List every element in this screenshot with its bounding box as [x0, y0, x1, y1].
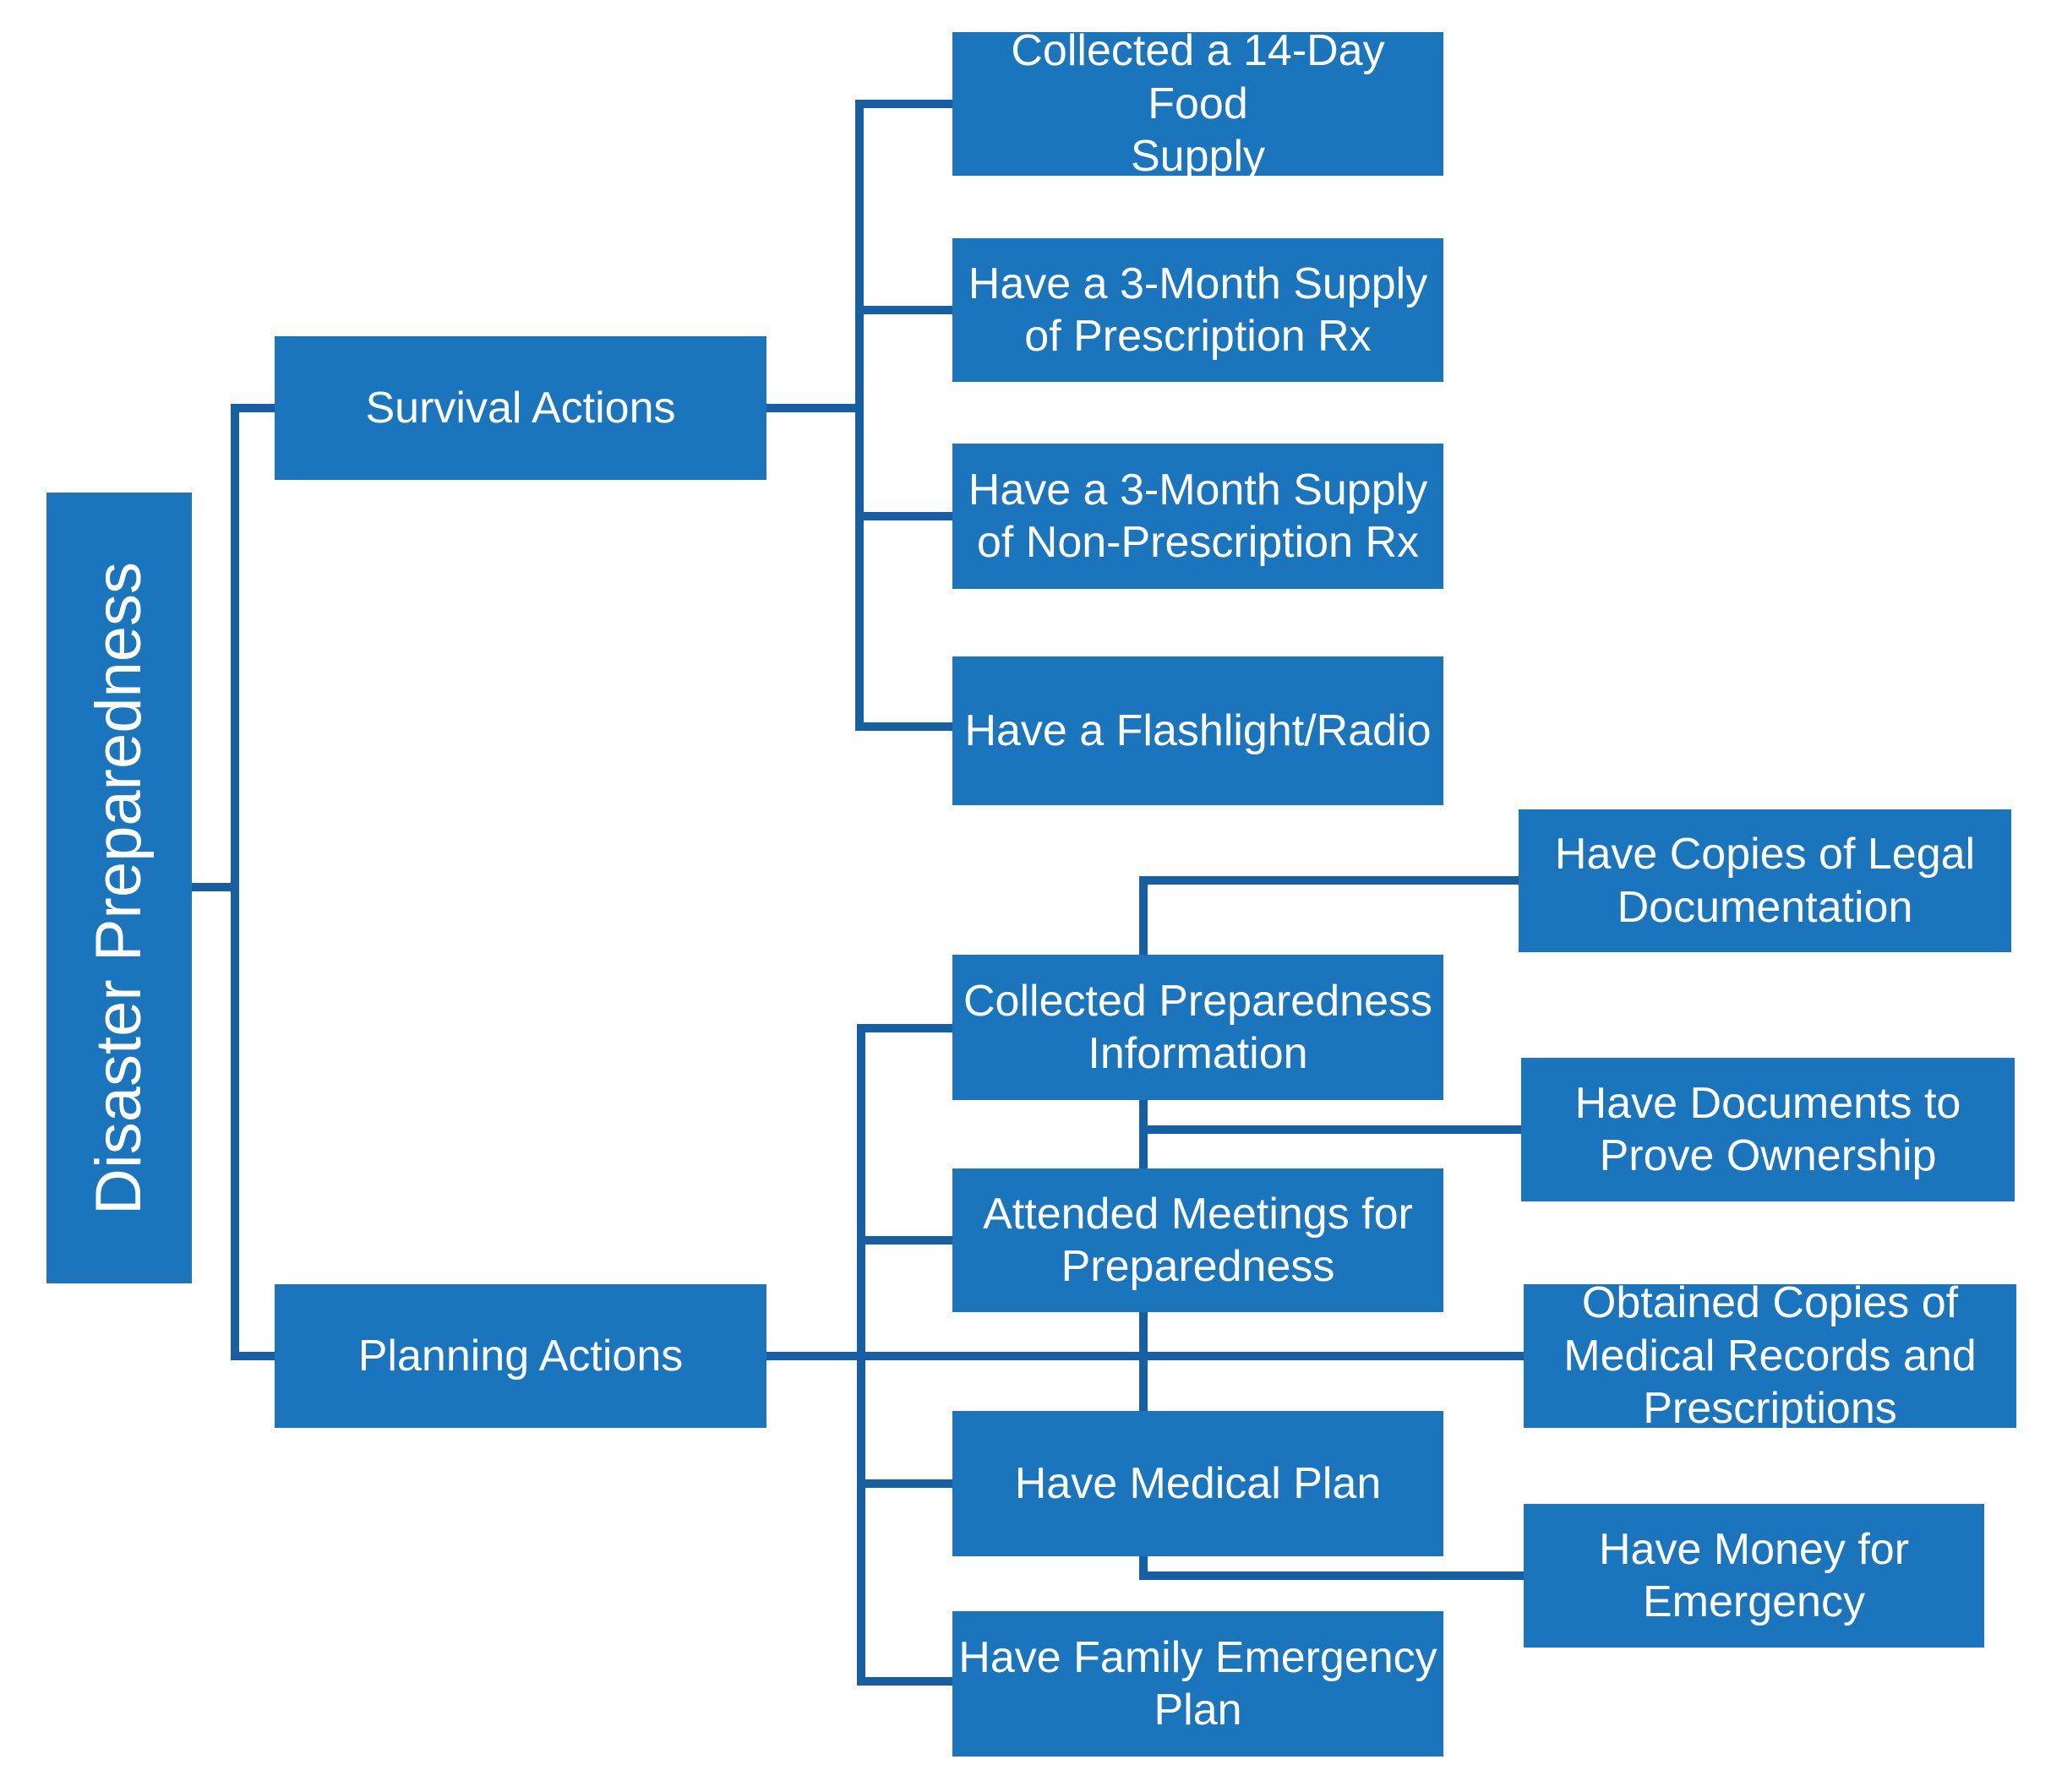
connector-branch-collected-info: [857, 1024, 952, 1032]
connector-branch-food-supply: [855, 100, 952, 108]
node-documents-to-prove-ownership: Have Documents to Prove Ownership: [1521, 1058, 2015, 1201]
node-copies-of-medical-records-and-prescriptions-label: Obtained Copies of Medical Records and P…: [1563, 1278, 1977, 1434]
connector-trunk-to-survival: [231, 404, 279, 412]
node-copies-of-legal-documentation-label: Have Copies of Legal Documentation: [1554, 830, 1976, 932]
node-survival-actions-label: Survival Actions: [365, 383, 676, 433]
connector-branch-money-emergency: [1139, 1571, 1524, 1580]
connector-stub-money-emergency: [1139, 1556, 1148, 1580]
node-collected-14-day-food-supply-label: Collected a 14-Day Food Supply: [1011, 26, 1385, 182]
node-copies-of-medical-records-and-prescriptions: Obtained Copies of Medical Records and P…: [1524, 1278, 2016, 1433]
node-disaster-preparedness: Disaster Preparedness: [46, 493, 192, 1283]
node-disaster-preparedness-label: Disaster Preparedness: [83, 561, 155, 1215]
connector-trunk-to-planning: [231, 1352, 275, 1360]
node-money-for-emergency: Have Money for Emergency: [1524, 1504, 1984, 1648]
node-planning-actions-label: Planning Actions: [357, 1331, 684, 1381]
connector-branch-prove-ownership: [1139, 1125, 1521, 1134]
connector-branch-flashlight-radio: [855, 722, 952, 731]
node-collected-14-day-food-supply: Collected a 14-Day Food Supply: [952, 26, 1443, 181]
node-flashlight-radio-label: Have a Flashlight/Radio: [964, 705, 1432, 755]
node-flashlight-radio: Have a Flashlight/Radio: [952, 656, 1443, 805]
node-have-family-emergency-plan-label: Have Family Emergency Plan: [958, 1632, 1437, 1735]
connector-branch-attended-meetings: [865, 1236, 952, 1245]
node-documents-to-prove-ownership-label: Have Documents to Prove Ownership: [1574, 1078, 1961, 1180]
node-have-medical-plan: Have Medical Plan: [952, 1411, 1443, 1556]
connector-stub-legal-documentation: [1139, 879, 1148, 955]
node-collected-preparedness-information-label: Collected Preparedness Information: [963, 976, 1432, 1078]
node-collected-preparedness-information: Collected Preparedness Information: [952, 955, 1443, 1100]
connector-survival-trunk-vertical: [855, 100, 864, 731]
connector-stub-medical-records: [1139, 1312, 1148, 1411]
node-3-month-supply-non-prescription-rx: Have a 3-Month Supply of Non-Prescriptio…: [952, 444, 1443, 589]
node-attended-meetings-for-preparedness: Attended Meetings for Preparedness: [952, 1168, 1443, 1312]
connector-root-trunk-vertical: [231, 404, 239, 1360]
connector-stub-prove-ownership: [1139, 1100, 1148, 1168]
connector-planning-trunk-vertical: [857, 1024, 865, 1686]
node-3-month-supply-prescription-rx: Have a 3-Month Supply of Prescription Rx: [952, 238, 1443, 382]
node-copies-of-legal-documentation: Have Copies of Legal Documentation: [1519, 809, 2011, 952]
node-attended-meetings-for-preparedness-label: Attended Meetings for Preparedness: [983, 1189, 1413, 1291]
connector-root-to-trunk: [192, 883, 238, 891]
node-have-medical-plan-label: Have Medical Plan: [1014, 1458, 1382, 1508]
node-survival-actions: Survival Actions: [275, 336, 766, 480]
connector-branch-family-emergency-plan: [857, 1677, 952, 1686]
node-have-family-emergency-plan: Have Family Emergency Plan: [952, 1611, 1443, 1757]
connector-branch-medical-plan: [865, 1479, 952, 1488]
connector-survival-to-subtrunk: [766, 404, 864, 412]
node-planning-actions: Planning Actions: [275, 1284, 766, 1428]
node-3-month-supply-non-prescription-rx-label: Have a 3-Month Supply of Non-Prescriptio…: [968, 465, 1428, 567]
connector-branch-prescription-rx: [864, 306, 952, 314]
node-money-for-emergency-label: Have Money for Emergency: [1598, 1524, 1910, 1626]
connector-branch-legal-documentation: [1139, 876, 1519, 885]
connector-branch-non-prescription-rx: [864, 512, 952, 520]
node-3-month-supply-prescription-rx-label: Have a 3-Month Supply of Prescription Rx: [968, 259, 1428, 361]
